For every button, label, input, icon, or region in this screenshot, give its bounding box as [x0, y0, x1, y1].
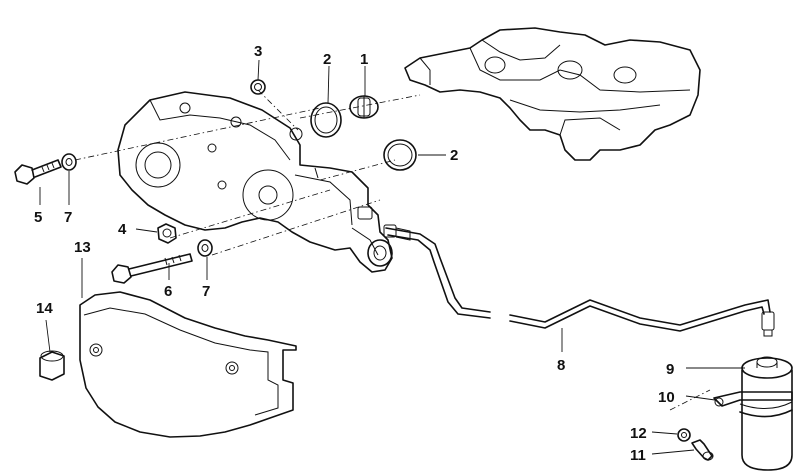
- callout-11-12: 12: [630, 425, 647, 442]
- callout-11: 11: [630, 447, 646, 464]
- leader-lines: [39, 59, 745, 455]
- nut: [157, 223, 177, 244]
- o-ring-lower: [383, 139, 417, 171]
- bolt-long: [111, 253, 193, 284]
- sealing-ring: [250, 79, 266, 95]
- callout-labels: 1 2 2 3 4 5 6 7 7 8 9 10 12 11 13 14: [34, 43, 675, 464]
- callout-6: 6: [164, 283, 172, 300]
- callout-5: 5: [34, 209, 42, 226]
- oil-line: [383, 224, 775, 337]
- callout-8: 8: [557, 357, 565, 374]
- callout-1: 1: [360, 51, 368, 68]
- pump-body: [117, 91, 393, 273]
- bolt-upper: [14, 159, 62, 185]
- cylinder-head: [404, 27, 701, 161]
- alignment-lines: [74, 89, 711, 411]
- callout-3: 3: [254, 43, 262, 60]
- callout-7-lower: 7: [202, 283, 210, 300]
- small-washer: [677, 428, 691, 442]
- washer-lower: [197, 239, 213, 257]
- callout-2-lower: 2: [450, 147, 458, 164]
- washer-upper: [61, 153, 77, 171]
- callout-7-upper: 7: [64, 209, 72, 226]
- callout-2-upper: 2: [323, 51, 331, 68]
- callout-4: 4: [118, 221, 127, 238]
- cover-shield: [79, 291, 297, 438]
- callout-9: 9: [666, 361, 674, 378]
- clamp: [713, 391, 793, 418]
- small-screw: [691, 439, 714, 461]
- cap-nut: [39, 350, 65, 381]
- o-ring-upper: [310, 102, 342, 138]
- callout-14: 14: [36, 300, 53, 317]
- strainer-insert: [349, 95, 379, 119]
- callout-13: 13: [74, 239, 91, 256]
- callout-10: 10: [658, 389, 675, 406]
